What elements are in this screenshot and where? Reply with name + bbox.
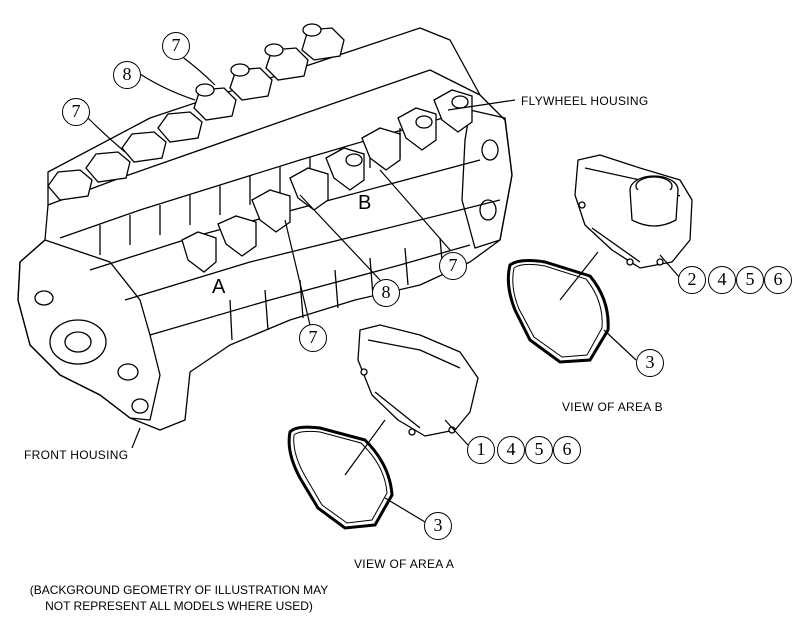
callout-5-a: 5: [525, 436, 553, 464]
view-area-a-label: VIEW OF AREA A: [354, 557, 455, 571]
callout-4-b: 4: [708, 266, 736, 294]
rocker-cover-low-8: [433, 89, 473, 133]
callout-2-b: 2: [678, 266, 706, 294]
callout-8-engine: 8: [372, 279, 400, 307]
disclaimer-line-2: NOT REPRESENT ALL MODELS WHERE USED): [45, 599, 313, 613]
callout-5-b: 5: [736, 266, 764, 294]
rocker-cover-low-1: [181, 231, 217, 273]
rocker-cover-low-3: [251, 189, 291, 233]
disclaimer-line-1: (BACKGROUND GEOMETRY OF ILLUSTRATION MAY: [29, 583, 329, 597]
gasket-b: [506, 259, 610, 364]
callout-7-engine-lower: 7: [299, 324, 327, 352]
callout-7-engine-right: 7: [439, 252, 467, 280]
rocker-cover-top-3: [121, 131, 167, 163]
rocker-cover-top-1: [47, 169, 93, 201]
rocker-cover-top-4: [157, 111, 203, 143]
rocker-cover-low-7: [397, 107, 437, 151]
front-housing-plate: [17, 239, 161, 421]
flywheel-housing-end: [461, 109, 513, 249]
callout-7-top-left: 7: [62, 98, 90, 126]
callout-1-a: 1: [467, 436, 495, 464]
callout-4-a: 4: [497, 436, 525, 464]
rocker-cover-top-2: [85, 151, 131, 183]
rocker-cover-low-6: [361, 127, 401, 171]
gasket-a: [287, 425, 394, 530]
callout-6-b: 6: [764, 266, 792, 294]
rocker-cover-low-2: [217, 215, 257, 257]
flywheel-housing-label: FLYWHEEL HOUSING: [521, 94, 649, 108]
rocker-cover-low-4: [289, 167, 329, 211]
callout-8-top: 8: [113, 61, 141, 89]
area-a-marker: A: [212, 276, 226, 298]
front-housing-label: FRONT HOUSING: [24, 448, 129, 462]
callout-3-a: 3: [424, 512, 452, 540]
callout-6-a: 6: [553, 436, 581, 464]
callout-7-top-mid: 7: [162, 32, 190, 60]
illustration-disclaimer: (BACKGROUND GEOMETRY OF ILLUSTRATION MAY…: [14, 582, 344, 614]
area-b-marker: B: [358, 192, 372, 214]
view-area-b-label: VIEW OF AREA B: [562, 400, 663, 414]
callout-3-b: 3: [636, 349, 664, 377]
valve-cover-a: [357, 324, 479, 437]
